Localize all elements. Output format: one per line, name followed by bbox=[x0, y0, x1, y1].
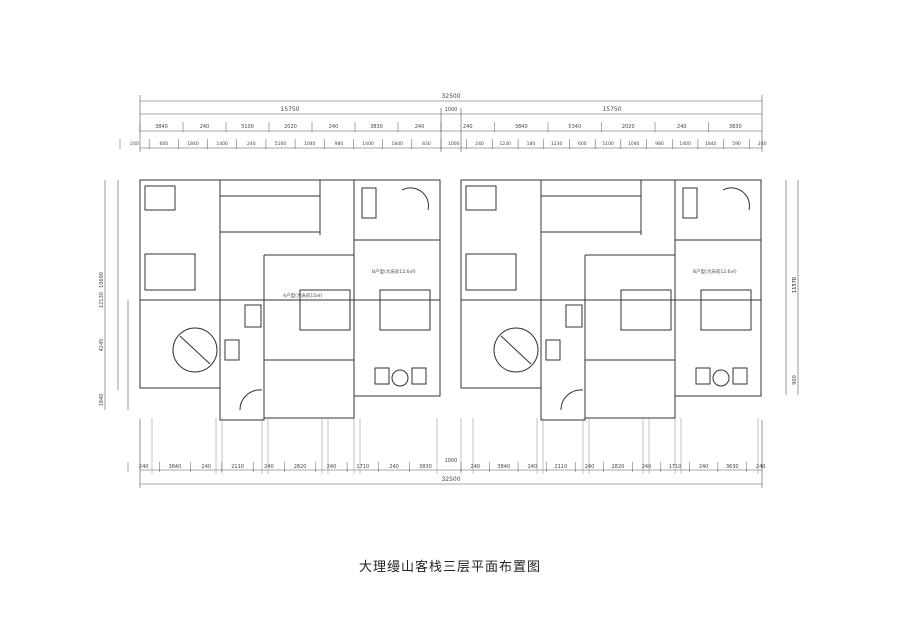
dim-overall-top: 32500 bbox=[441, 93, 460, 100]
drawing-title: 大理缦山客栈三层平面布置图 bbox=[358, 560, 541, 575]
dim-bottom-overall: 32500 bbox=[441, 476, 460, 483]
dimension-label: 240 bbox=[758, 141, 767, 147]
dimension-label: 240 bbox=[202, 464, 212, 470]
dim-row3-left: 240 600 1840 1400 240 5100 1040 980 1400 1840 830 bbox=[119, 139, 431, 149]
dimension-label: 1710 bbox=[356, 464, 369, 470]
dimension-label: 240 bbox=[528, 464, 538, 470]
dim-middle: 1000 bbox=[445, 107, 458, 113]
dimension-label: 3840 bbox=[515, 124, 528, 130]
dimension-label: 600 bbox=[578, 141, 587, 147]
dimension-label: 240 bbox=[139, 464, 149, 470]
dimension-label: 2020 bbox=[622, 124, 635, 130]
dimension-label: 3830 bbox=[370, 124, 383, 130]
dimension-label: 240 bbox=[585, 464, 595, 470]
vertical-dimension-label: 11370 bbox=[792, 277, 798, 293]
dimension-label: 240 bbox=[264, 464, 274, 470]
dimension-label: 1400 bbox=[216, 141, 228, 147]
dim-bottom-mid: 1000 bbox=[445, 458, 458, 464]
dimension-label: 1040 bbox=[628, 141, 640, 147]
dimension-label: 240 bbox=[415, 124, 425, 130]
dimension-label: 240 bbox=[471, 464, 481, 470]
dim-half-left: 15750 bbox=[280, 106, 299, 113]
dimension-label: 2110 bbox=[231, 464, 244, 470]
dimension-label: 5100 bbox=[602, 141, 614, 147]
dimension-label: 2110 bbox=[555, 464, 568, 470]
dim-bottom-right: 240 3840 240 2110 240 2820 240 1710 240 3630 240 bbox=[460, 462, 766, 472]
dim-bottom-left: 240 3840 240 2110 240 2820 240 1710 240 3830 bbox=[127, 462, 432, 472]
dimension-label: 1230 bbox=[499, 141, 511, 147]
vertical-dimension-label: 12130 bbox=[99, 292, 105, 308]
room-label-b-left: B户型(大床房12.6㎡) bbox=[372, 268, 416, 275]
dimension-label: 980 bbox=[655, 141, 664, 147]
dim-row2-left: 3840 240 5100 2020 240 3830 240 bbox=[139, 122, 425, 132]
dimension-label: 240 bbox=[463, 124, 473, 130]
dimension-label: 1000 bbox=[448, 141, 460, 147]
dim-row2-right: 240 3840 5340 2020 240 3830 bbox=[440, 122, 742, 132]
dimension-label: 240 bbox=[327, 464, 337, 470]
dimension-label: 1400 bbox=[362, 141, 374, 147]
dimension-label: 2820 bbox=[294, 464, 307, 470]
left-building-plan bbox=[139, 179, 441, 421]
dimension-label: 1840 bbox=[187, 141, 199, 147]
dimension-label: 5340 bbox=[568, 124, 581, 130]
dimension-label: 240 bbox=[642, 464, 652, 470]
dimension-label: 240 bbox=[130, 141, 139, 147]
dimension-label: 2020 bbox=[284, 124, 297, 130]
dimension-label: 1840 bbox=[391, 141, 403, 147]
dimension-label: 1230 bbox=[551, 141, 563, 147]
dimension-label: 980 bbox=[335, 141, 344, 147]
dimension-label: 3840 bbox=[169, 464, 182, 470]
dimension-label: 590 bbox=[732, 141, 741, 147]
dimension-label: 3840 bbox=[497, 464, 510, 470]
right-building-plan bbox=[460, 179, 762, 421]
dimension-label: 2820 bbox=[612, 464, 625, 470]
dimension-label: 3840 bbox=[155, 124, 168, 130]
dimension-label: 3830 bbox=[419, 464, 432, 470]
dimension-label: 3830 bbox=[729, 124, 742, 130]
vertical-dimension-label: 10690 bbox=[99, 272, 105, 288]
dimension-label: 240 bbox=[677, 124, 687, 130]
dimension-label: 240 bbox=[756, 464, 766, 470]
dim-row3-right: 1000 240 1230 180 1230 600 5100 1040 980 1400 1840… bbox=[440, 139, 767, 149]
vertical-dimension-label: 900 bbox=[792, 375, 798, 385]
room-label-a-left: A户型(大床房15㎡) bbox=[283, 292, 323, 299]
dimension-label: 1840 bbox=[705, 141, 717, 147]
dim-half-right: 15750 bbox=[602, 106, 621, 113]
dimension-label: 240 bbox=[699, 464, 709, 470]
dimension-label: 5100 bbox=[275, 141, 287, 147]
dimension-label: 240 bbox=[200, 124, 210, 130]
vertical-dimension-label: 1840 bbox=[99, 394, 105, 407]
dimension-label: 5100 bbox=[241, 124, 254, 130]
dimension-label: 1040 bbox=[304, 141, 316, 147]
dimension-label: 830 bbox=[422, 141, 431, 147]
vertical-dimension-label: 11570 bbox=[792, 277, 798, 293]
dimension-label: 180 bbox=[527, 141, 536, 147]
dimension-label: 240 bbox=[389, 464, 399, 470]
dimension-label: 240 bbox=[247, 141, 256, 147]
dim-left-vertical: 12130 10690 4245 1840 bbox=[99, 272, 105, 406]
dimension-label: 1400 bbox=[679, 141, 691, 147]
dimension-label: 240 bbox=[475, 141, 484, 147]
vertical-dimension-label: 4245 bbox=[99, 339, 105, 352]
dimension-label: 3630 bbox=[726, 464, 739, 470]
dimension-label: 240 bbox=[329, 124, 339, 130]
dimension-label: 600 bbox=[160, 141, 169, 147]
room-label-b-right: B户型(大床房12.6㎡) bbox=[693, 268, 737, 275]
dimension-label: 1710 bbox=[669, 464, 682, 470]
